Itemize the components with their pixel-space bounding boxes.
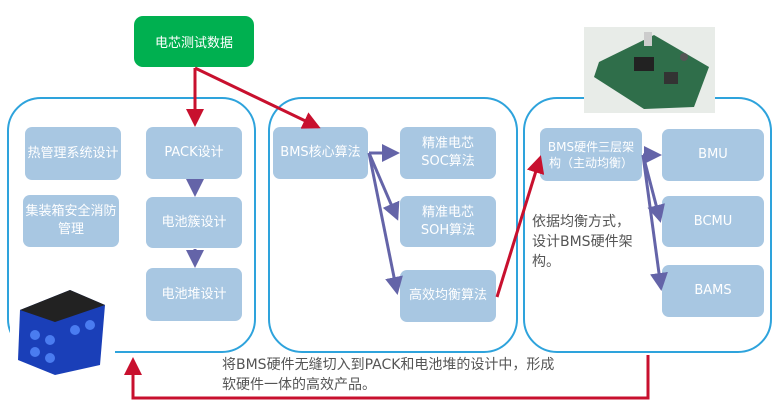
stack-design-box: 电池堆设计 xyxy=(146,268,242,321)
fire-safety-box: 集装箱安全消防管理 xyxy=(23,195,119,247)
soh-algorithm-box: 精准电芯SOH算法 xyxy=(400,196,496,247)
arrow-loop-back xyxy=(124,355,650,400)
cluster-design-box: 电池簇设计 xyxy=(146,197,242,248)
bottom-note: 将BMS硬件无缝切入到PACK和电池堆的设计中，形成软硬件一体的高效产品。 xyxy=(222,357,555,393)
bms-hardware-box: BMS硬件三层架构（主动均衡） xyxy=(540,128,642,181)
hardware-note: 依据均衡方式，设计BMS硬件架构。 xyxy=(532,214,633,270)
thermal-management-box: 热管理系统设计 xyxy=(25,127,121,180)
bms-core-algorithm-box: BMS核心算法 xyxy=(273,127,368,179)
battery-pack-image xyxy=(10,270,115,378)
soc-algorithm-box: 精准电芯SOC算法 xyxy=(400,127,496,179)
pack-design-box: PACK设计 xyxy=(146,127,242,179)
balance-algorithm-box: 高效均衡算法 xyxy=(400,270,496,322)
pcb-board-image xyxy=(584,27,715,113)
arrow-to-core xyxy=(194,66,321,129)
cell-test-data-box: 电芯测试数据 xyxy=(134,16,254,67)
bcmu-box: BCMU xyxy=(662,196,764,247)
panel-pack-design xyxy=(7,97,256,353)
arrow-to-hardware xyxy=(495,155,545,298)
bams-box: BAMS xyxy=(662,265,764,317)
bmu-box: BMU xyxy=(662,129,764,181)
panel-algorithms xyxy=(268,97,518,353)
